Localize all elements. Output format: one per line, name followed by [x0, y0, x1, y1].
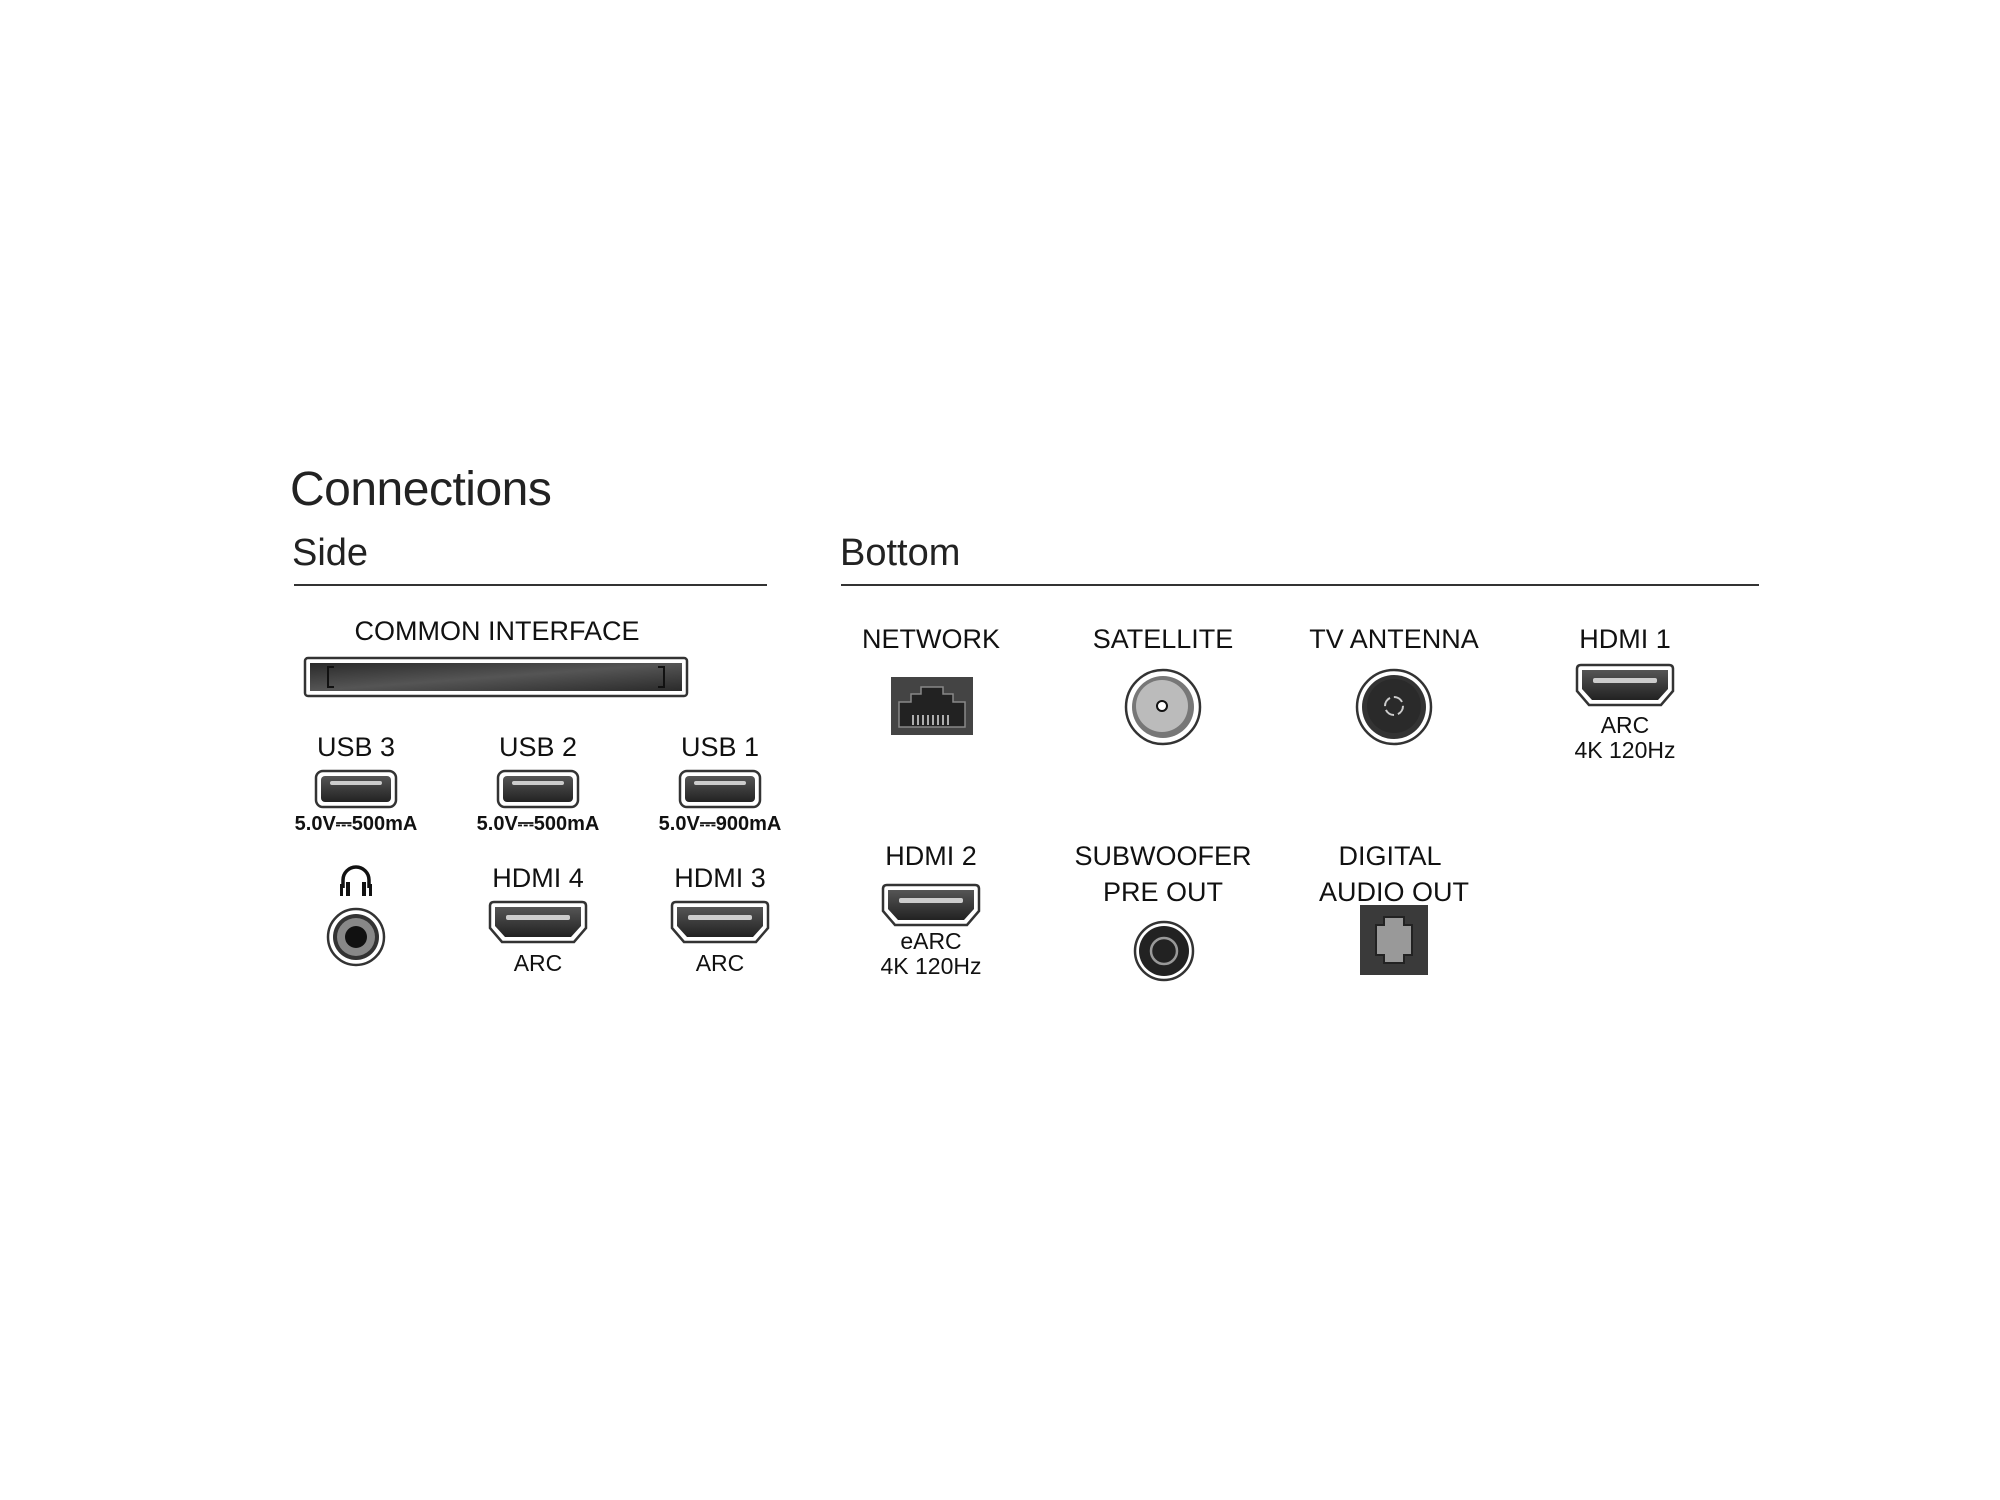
- hdmi3-arc-label: ARC: [695, 950, 745, 976]
- hdmi2-earc-label: eARC: [900, 928, 962, 954]
- ethernet-port-icon: [891, 677, 973, 735]
- digital-audio-label-line1: DIGITAL: [1338, 841, 1442, 871]
- usb1-spec: 5.0V⎓900mA: [658, 813, 782, 835]
- network-label: NETWORK: [862, 624, 1000, 654]
- bottom-heading: Bottom: [840, 532, 961, 574]
- bottom-divider: [841, 584, 1759, 586]
- hdmi1-label: HDMI 1: [1579, 624, 1671, 654]
- usb3-port-icon: [314, 769, 398, 809]
- headphone-jack-icon: [326, 907, 386, 967]
- side-heading: Side: [292, 532, 369, 574]
- usb2-label: USB 2: [498, 732, 578, 762]
- page-title: Connections: [290, 463, 552, 516]
- usb1-port-icon: [678, 769, 762, 809]
- digital-audio-label-line2: AUDIO OUT: [1318, 877, 1469, 907]
- hdmi1-port-icon: [1575, 663, 1675, 707]
- hdmi4-label: HDMI 4: [492, 863, 584, 893]
- subwoofer-label-line1: SUBWOOFER: [1074, 841, 1252, 871]
- usb2-spec: 5.0V⎓500mA: [476, 813, 600, 835]
- common-interface-slot-icon: [303, 656, 689, 698]
- usb3-spec: 5.0V⎓500mA: [294, 813, 418, 835]
- common-interface-label: COMMON INTERFACE: [354, 616, 640, 646]
- satellite-label: SATELLITE: [1092, 624, 1234, 654]
- headphones-icon: [340, 865, 372, 896]
- subwoofer-jack-icon: [1133, 920, 1195, 982]
- usb2-port-icon: [496, 769, 580, 809]
- optical-port-icon: [1360, 905, 1428, 975]
- tv-antenna-label: TV ANTENNA: [1309, 624, 1479, 654]
- hdmi1-4k-label: 4K 120Hz: [1574, 737, 1676, 763]
- usb1-label: USB 1: [680, 732, 760, 762]
- usb3-label: USB 3: [316, 732, 396, 762]
- hdmi4-port-icon: [488, 900, 588, 944]
- satellite-connector-icon: [1124, 668, 1202, 746]
- tv-antenna-connector-icon: [1355, 668, 1433, 746]
- side-divider: [294, 584, 767, 586]
- hdmi2-4k-label: 4K 120Hz: [880, 953, 982, 979]
- hdmi2-port-icon: [881, 883, 981, 927]
- hdmi3-port-icon: [670, 900, 770, 944]
- hdmi2-label: HDMI 2: [885, 841, 977, 871]
- hdmi1-arc-label: ARC: [1600, 712, 1650, 738]
- hdmi3-label: HDMI 3: [674, 863, 766, 893]
- subwoofer-label-line2: PRE OUT: [1102, 877, 1223, 907]
- hdmi4-arc-label: ARC: [513, 950, 563, 976]
